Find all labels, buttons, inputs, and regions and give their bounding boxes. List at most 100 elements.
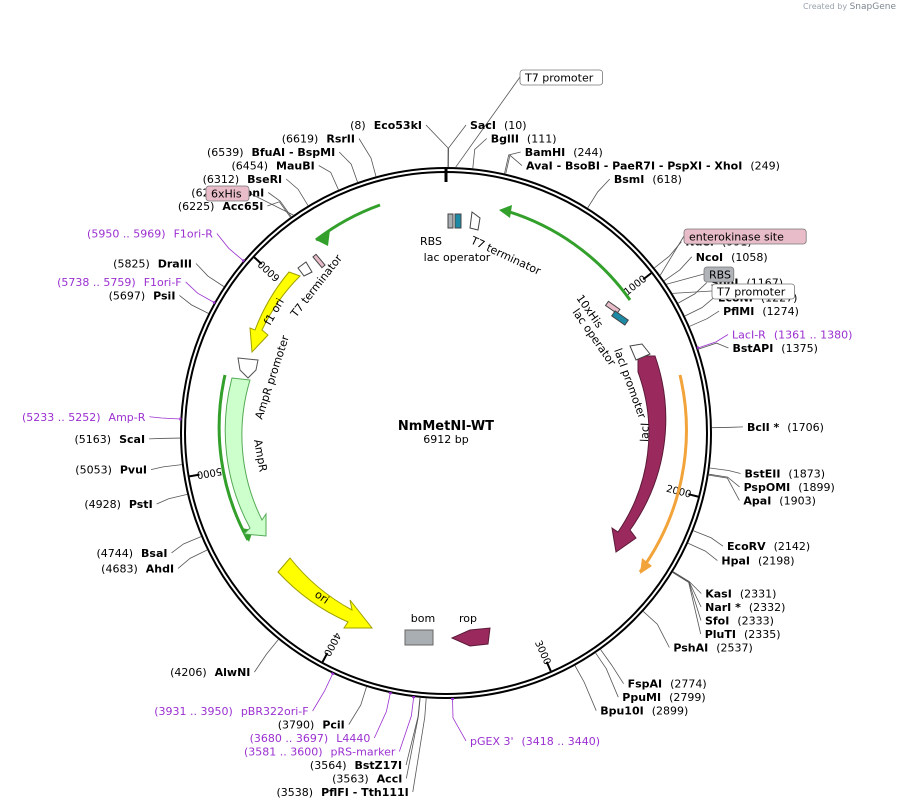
restriction-site-label: (4744) BsaI <box>96 547 167 560</box>
site-coord: (3563) <box>332 773 369 786</box>
site-leader-line <box>689 310 720 327</box>
site-coord: (2198) <box>758 555 795 568</box>
feature-box <box>519 69 603 86</box>
site-name: BstEII <box>745 467 781 480</box>
rop-label: rop <box>459 612 477 625</box>
site-leader-line <box>405 697 421 766</box>
primer-label: (5950 .. 5969)F1ori-R <box>87 228 213 241</box>
site-coord: (2774) <box>670 678 707 691</box>
primer-mark <box>212 300 216 305</box>
site-coord: (2332) <box>749 601 786 614</box>
orf-right-arc <box>638 374 688 573</box>
primer-leader-line <box>398 696 415 752</box>
restriction-site-label: SacI(10) <box>470 119 527 132</box>
site-name: BsaI <box>141 547 167 560</box>
site-name: BstAPI <box>732 342 773 355</box>
tick-label: 4000 <box>321 630 343 658</box>
restriction-site-label: PluTI(2335) <box>705 628 781 641</box>
site-leader-line <box>698 342 729 350</box>
ampr-promoter-label: AmpR promoter <box>252 333 292 421</box>
restriction-site-label: FspAI(2774) <box>628 678 707 691</box>
snapgene-logo-text: SnapGene <box>849 2 896 12</box>
t7-terminator-left-feature <box>297 261 313 277</box>
site-name: PpuMI <box>622 691 661 704</box>
site-leader-line <box>285 178 309 206</box>
plasmid-name: NmMetNI-WT <box>398 419 494 434</box>
restriction-site-label: PspOMI(1899) <box>744 481 835 494</box>
ampr-cds <box>224 377 267 537</box>
site-name: EcoRV <box>727 540 766 553</box>
primer-label: (3931 .. 3950)pBR322ori-F <box>154 705 308 718</box>
feature-box-label: T7 promoter <box>716 286 786 299</box>
site-name: BglII <box>491 133 519 146</box>
restriction-site-label: (5825)DraIII <box>113 258 192 271</box>
site-coord: (4206) <box>170 666 207 679</box>
restriction-site-label: SfoI(2333) <box>705 614 774 627</box>
site-coord: (1873) <box>788 467 825 480</box>
primer-leader-line <box>373 693 391 739</box>
site-leader-line <box>708 474 740 501</box>
site-coord: (8) <box>350 119 366 132</box>
tick-mark <box>321 652 329 664</box>
bom-label: bom <box>411 612 435 625</box>
site-leader-line <box>672 572 702 635</box>
site-leader-line <box>684 297 715 317</box>
primer-coord: (1361 .. 1380) <box>774 329 853 342</box>
snapgene-credit: Created by SnapGene <box>803 2 896 12</box>
site-leader-line <box>412 698 427 793</box>
lac-operator-small-feature <box>454 213 462 229</box>
site-name: BseRI <box>247 173 282 186</box>
primer-name: F1ori-R <box>174 228 214 241</box>
site-coord: (6454) <box>231 160 268 173</box>
site-coord: (1058) <box>731 251 768 264</box>
primer-coord: (3581 .. 3600) <box>244 746 323 759</box>
site-leader-line <box>642 611 670 648</box>
site-coord: (4928) <box>84 498 121 511</box>
primer-mark <box>696 346 700 350</box>
site-leader-line <box>338 151 358 183</box>
site-name: PsiI <box>153 289 175 302</box>
site-name: MauBI <box>276 160 315 173</box>
site-coord: (4744) <box>96 547 133 560</box>
rbs-small-feature <box>447 213 454 229</box>
tick-mark <box>545 661 553 673</box>
box-leader-line <box>659 235 685 276</box>
site-leader-line <box>177 549 208 569</box>
site-name: PciI <box>322 719 344 732</box>
restriction-site-label: NcoI(1058) <box>696 251 768 264</box>
site-leader-line <box>595 652 619 698</box>
feature-box <box>683 228 807 245</box>
primer-leader-line <box>697 334 729 349</box>
site-name: PstI <box>129 498 153 511</box>
site-leader-line <box>254 639 279 673</box>
box-leader-line <box>248 192 294 216</box>
restriction-site-label: AvaI - BsoBI - PaeR7I - PspXI - XhoI(249… <box>526 160 780 173</box>
tick-label: 3000 <box>532 639 552 667</box>
site-leader-line <box>505 154 523 174</box>
primer-name: LacI-R <box>732 329 766 342</box>
site-coord: (249) <box>750 160 780 173</box>
feature-box <box>703 266 735 283</box>
site-leader-line <box>195 263 225 287</box>
restriction-site-label: (5053)PvuI <box>75 464 147 477</box>
site-name: ScaI <box>119 433 145 446</box>
site-coord: (2537) <box>716 641 753 654</box>
restriction-site-label: (3564)BstZ17I <box>310 759 402 772</box>
site-coord: (5163) <box>75 433 112 446</box>
site-name: PspOMI <box>744 481 791 494</box>
primer-coord: (3680 .. 3697) <box>250 732 329 745</box>
primer-coord: (5738 .. 5759) <box>57 276 136 289</box>
restriction-site-label: (6619)RsrII <box>282 133 355 146</box>
t7-terminator-left-label: T7 terminator <box>288 252 346 321</box>
orf-top-arrowhead <box>316 230 330 246</box>
primer-coord: (3931 .. 3950) <box>154 705 233 718</box>
site-leader-line <box>318 165 339 190</box>
primer-label: (5738 .. 5759)F1ori-F <box>57 276 182 289</box>
feature-box-label: RBS <box>709 269 731 282</box>
site-coord: (2142) <box>774 540 811 553</box>
f1-ori-feature <box>249 271 301 354</box>
primer-mark <box>330 672 335 676</box>
restriction-site-label: (5697)PsiI <box>109 289 176 302</box>
laci-label: lacI <box>638 423 652 443</box>
laci-promoter-feature <box>629 343 651 361</box>
